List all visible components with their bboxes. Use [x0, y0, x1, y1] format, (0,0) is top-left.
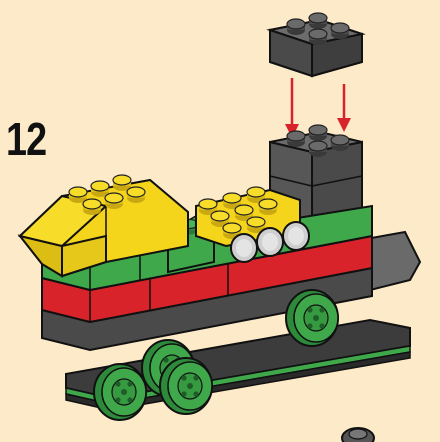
partial-part-bottom-right	[342, 428, 374, 442]
new-brick-2x2-dark-gray	[270, 13, 362, 76]
